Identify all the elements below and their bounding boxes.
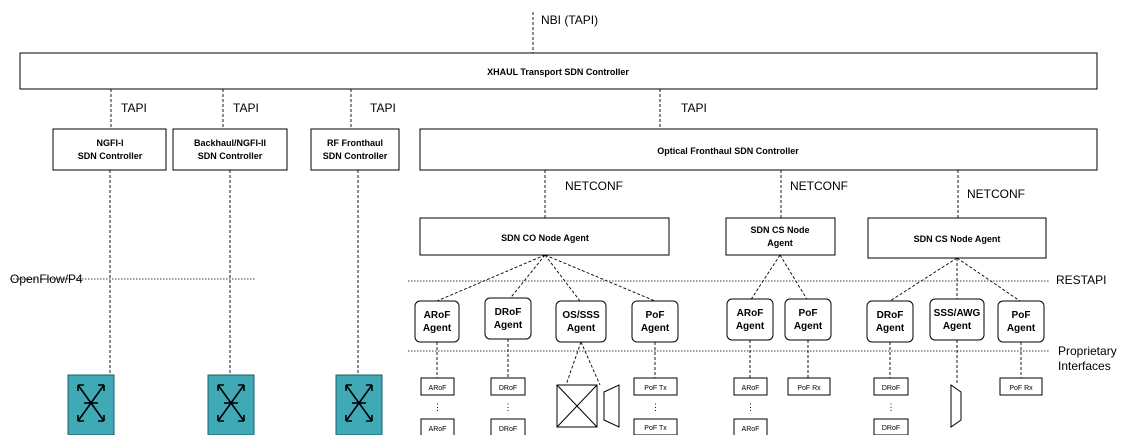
- optical-controller-box: [419, 128, 1098, 171]
- pof-tx-device-1: [633, 377, 678, 396]
- arof-device-cs-1-label: ARoF: [742, 385, 760, 392]
- netconf-label-co: NETCONF: [565, 179, 623, 193]
- ellipsis-pof-tx: ⋮: [651, 402, 660, 412]
- pof-agent-co-line2: Agent: [641, 323, 670, 334]
- netconf-label-cs-mid: NETCONF: [790, 179, 848, 193]
- drof-device-co-1-label: DRoF: [499, 385, 517, 392]
- cs-mid-agent-fanout: [749, 254, 809, 302]
- pof-tx-device-2-label: PoF Tx: [644, 425, 667, 432]
- drof-device-cs-1: [873, 377, 909, 396]
- drof-device-cs-2: [873, 418, 909, 435]
- drof-device-cs-1-label: DRoF: [882, 385, 900, 392]
- os-sss-agent-line2: Agent: [567, 323, 596, 334]
- arof-agent-co: [414, 300, 460, 343]
- nbi-label: NBI (TAPI): [541, 13, 598, 27]
- awg-mux-icon: [950, 384, 962, 428]
- ngfi1-controller-line2: SDN Controller: [78, 151, 143, 161]
- drof-agent-cs: [866, 300, 914, 343]
- pof-agent-cs-right-line2: Agent: [1007, 323, 1036, 334]
- rf-controller-line1: RF Fronthaul: [327, 138, 383, 148]
- switch-icon: [67, 374, 115, 435]
- ellipsis-drof-cs: ⋮: [887, 402, 896, 412]
- drof-agent-cs-line1: DRoF: [877, 310, 904, 321]
- cs-mid-node-agent-line2: Agent: [767, 238, 793, 248]
- arof-device-co-2-label: ARoF: [429, 426, 447, 433]
- arof-device-co-1: [420, 377, 455, 396]
- pof-rx-device-cs-right-label: PoF Rx: [1009, 385, 1033, 392]
- cs-right-node-agent-label: SDN CS Node Agent: [914, 234, 1001, 244]
- pof-agent-cs-right: [997, 300, 1045, 343]
- pof-tx-device-1-label: PoF Tx: [644, 385, 667, 392]
- arof-agent-cs-line1: ARoF: [737, 308, 764, 319]
- arof-device-co-2: [420, 418, 455, 435]
- os-sss-agent-line1: OS/SSS: [562, 310, 600, 321]
- restapi-label: RESTAPI: [1056, 273, 1106, 287]
- pof-agent-co: [631, 300, 679, 343]
- pof-agent-co-line1: PoF: [646, 310, 665, 321]
- tapi-label-ngfi1: TAPI: [121, 101, 147, 115]
- backhaul-controller-line2: SDN Controller: [198, 151, 263, 161]
- backhaul-controller-box: [172, 128, 288, 171]
- rf-controller-line2: SDN Controller: [323, 151, 388, 161]
- xhaul-controller-box: [19, 52, 1098, 90]
- pof-agent-cs-right-line1: PoF: [1012, 310, 1031, 321]
- backhaul-controller-line1: Backhaul/NGFI-II: [194, 138, 266, 148]
- drof-agent-co: [484, 297, 532, 340]
- pof-tx-device-2: [633, 418, 678, 435]
- switch-icon: [207, 374, 255, 435]
- ellipsis-drof-co: ⋮: [504, 402, 513, 412]
- pof-agent-cs-mid-line1: PoF: [799, 308, 818, 319]
- proprietary-label-line2: Interfaces: [1058, 359, 1111, 373]
- cs-mid-node-agent-box: [725, 217, 836, 256]
- pof-agent-cs-mid: [784, 298, 832, 341]
- arof-device-co-1-label: ARoF: [429, 385, 447, 392]
- cs-right-agent-fanout: [889, 257, 1021, 302]
- drof-agent-co-line2: Agent: [494, 320, 523, 331]
- arof-device-cs-1: [733, 377, 768, 396]
- optical-controller-label: Optical Fronthaul SDN Controller: [657, 146, 799, 156]
- arof-agent-co-line1: ARoF: [424, 310, 451, 321]
- switch-icon: [335, 374, 383, 435]
- drof-device-co-2: [490, 418, 526, 435]
- sss-mux-icon: [603, 384, 620, 428]
- sss-awg-agent-line2: Agent: [943, 321, 972, 332]
- drof-agent-cs-line2: Agent: [876, 323, 905, 334]
- ellipsis-arof-cs: ⋮: [746, 402, 755, 412]
- ellipsis-arof-co: ⋮: [433, 402, 442, 412]
- proprietary-label-line1: Proprietary: [1058, 344, 1117, 358]
- arof-device-cs-2-label: ARoF: [742, 426, 760, 433]
- ngfi1-controller-line1: NGFI-I: [97, 138, 124, 148]
- sss-awg-agent-line1: SSS/AWG: [934, 308, 981, 319]
- rf-controller-box: [310, 128, 400, 171]
- co-node-agent-label: SDN CO Node Agent: [501, 233, 589, 243]
- pof-rx-device-cs-right: [999, 377, 1043, 396]
- drof-device-co-1: [490, 377, 526, 396]
- cs-mid-node-agent-line1: SDN CS Node: [750, 225, 809, 235]
- co-agent-fanout: [436, 254, 656, 302]
- arof-agent-cs: [726, 298, 774, 341]
- xhaul-controller-label: XHAUL Transport SDN Controller: [487, 67, 629, 77]
- drof-device-cs-2-label: DRoF: [882, 425, 900, 432]
- netconf-label-cs-right: NETCONF: [967, 187, 1025, 201]
- sss-awg-agent: [929, 298, 985, 341]
- tapi-label-rf: TAPI: [370, 101, 396, 115]
- drof-agent-co-line1: DRoF: [495, 307, 522, 318]
- optical-switch-icon: [556, 384, 598, 428]
- tapi-label-optical: TAPI: [681, 101, 707, 115]
- openflow-label: OpenFlow/P4: [10, 272, 83, 286]
- arof-agent-co-line2: Agent: [423, 323, 452, 334]
- tapi-label-backhaul: TAPI: [233, 101, 259, 115]
- arof-device-cs-2: [733, 418, 768, 435]
- pof-agent-cs-mid-line2: Agent: [794, 321, 823, 332]
- arof-agent-cs-line2: Agent: [736, 321, 765, 332]
- pof-rx-device-cs-mid-label: PoF Rx: [797, 385, 821, 392]
- ngfi1-controller-box: [52, 128, 167, 171]
- drof-device-co-2-label: DRoF: [499, 426, 517, 433]
- agent-device-links: [436, 339, 1022, 386]
- os-sss-agent: [555, 300, 607, 343]
- pof-rx-device-cs-mid: [787, 377, 831, 396]
